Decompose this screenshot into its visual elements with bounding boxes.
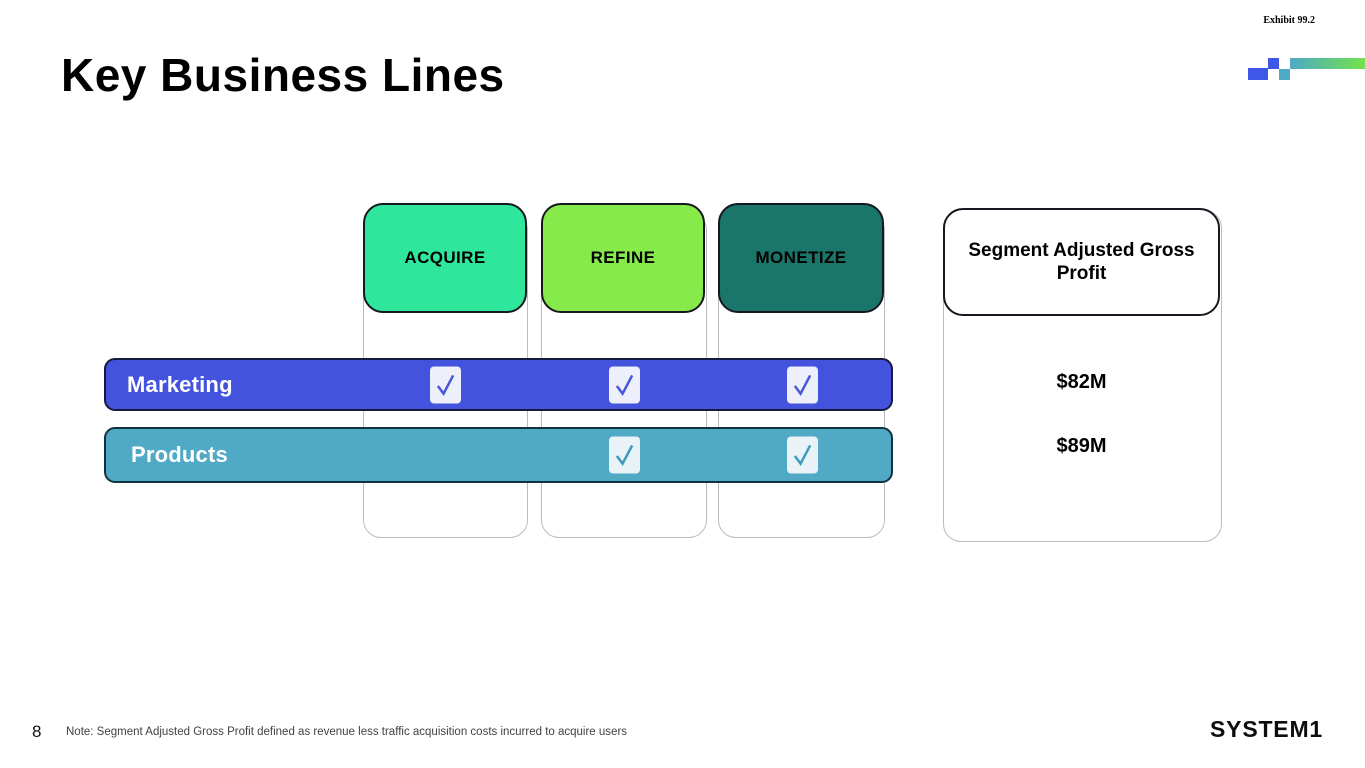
checkbox-products-refine	[609, 436, 640, 474]
exhibit-label: Exhibit 99.2	[1263, 15, 1315, 26]
checkmark-icon	[436, 374, 455, 396]
row-products: Products	[104, 427, 893, 483]
row-marketing: Marketing	[104, 358, 893, 411]
profit-value-products: $89M	[1056, 435, 1107, 457]
page-title: Key Business Lines	[61, 49, 505, 101]
checkmark-icon	[615, 444, 634, 466]
checkbox-products-monetize	[787, 436, 818, 474]
page-number: 8	[32, 722, 42, 741]
row-label-products: Products	[131, 442, 228, 467]
logo-blue-rectangle	[1248, 68, 1268, 80]
brand-wordmark: SYSTEM1	[1210, 716, 1323, 742]
stage-header-monetize: MONETIZE	[718, 203, 884, 313]
checkbox-marketing-acquire	[430, 366, 461, 403]
row-label-marketing: Marketing	[127, 371, 233, 397]
profit-value-marketing: $82M	[1056, 371, 1107, 393]
checkmark-icon	[793, 444, 812, 466]
checkbox-marketing-monetize	[787, 366, 818, 403]
logo-blue-square	[1268, 58, 1279, 69]
stage-label-monetize: MONETIZE	[755, 248, 847, 267]
profit-column-header-label: Segment Adjusted Gross Profit	[968, 239, 1195, 284]
stage-header-acquire: ACQUIRE	[363, 203, 527, 313]
stage-header-refine: REFINE	[541, 203, 705, 313]
brand-logo-mark	[1248, 58, 1365, 82]
stage-label-refine: REFINE	[590, 248, 656, 267]
checkmark-icon	[793, 374, 812, 396]
stage-label-acquire: ACQUIRE	[404, 248, 486, 267]
logo-gradient-bar	[1290, 58, 1365, 69]
footnote: Note: Segment Adjusted Gross Profit defi…	[66, 726, 628, 738]
logo-teal-square	[1279, 69, 1290, 80]
checkmark-icon	[615, 374, 634, 396]
checkbox-marketing-refine	[609, 366, 640, 403]
profit-column-header: Segment Adjusted Gross Profit	[943, 208, 1220, 316]
